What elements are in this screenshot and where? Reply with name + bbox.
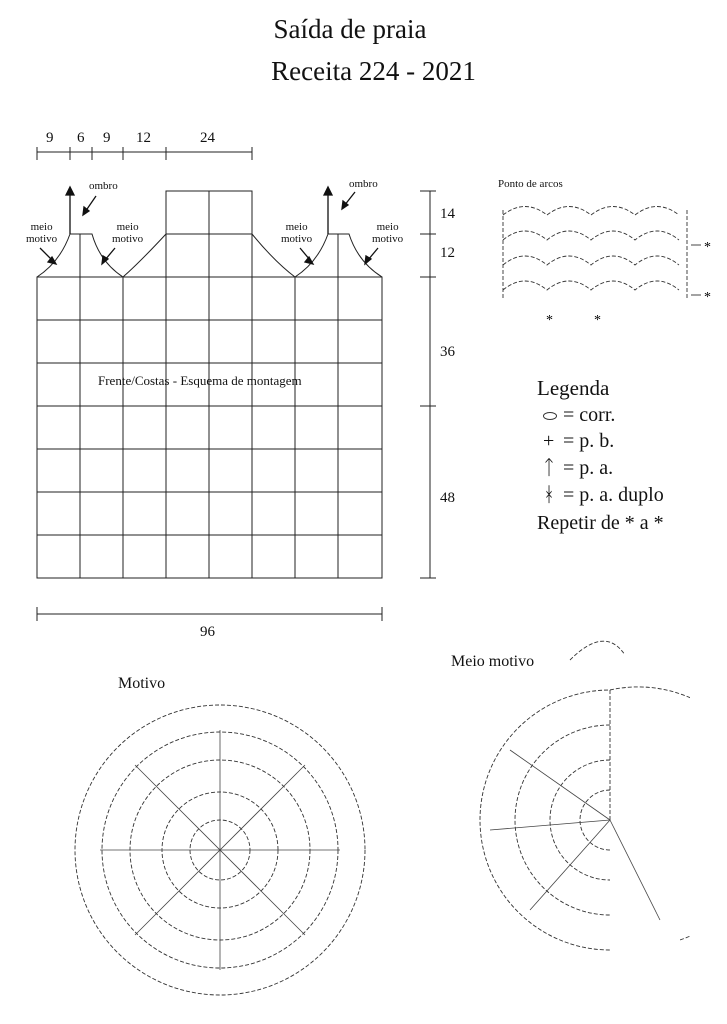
dim-top-3: 9 xyxy=(103,130,111,146)
legend-repeat: Repetir de * a * xyxy=(537,512,664,534)
legend-tr: ᚼ= p. a. duplo xyxy=(543,484,664,506)
repeat-mark-1: * xyxy=(704,240,711,255)
assembly-schema xyxy=(36,147,436,621)
repeat-mark-4: * xyxy=(594,313,601,328)
dim-side-3: 36 xyxy=(440,344,455,360)
full-motif-diagram xyxy=(74,704,366,996)
motif-label: Motivo xyxy=(118,675,166,692)
plus-icon: + xyxy=(543,430,555,452)
tr-icon: ᚼ xyxy=(543,484,555,506)
dim-top-2: 6 xyxy=(77,130,85,146)
chain-icon xyxy=(543,412,557,421)
legend-title: Legenda xyxy=(537,376,610,400)
dc-icon: ᛏ xyxy=(543,457,555,479)
shoulder-label-left: ombro xyxy=(89,180,118,192)
dim-side-2: 12 xyxy=(440,245,455,261)
recipe-number: Receita 224 - 2021 xyxy=(271,56,476,86)
repeat-mark-2: * xyxy=(704,290,711,305)
stitch-title: Ponto de arcos xyxy=(498,178,563,190)
dim-side-4: 48 xyxy=(440,490,455,506)
half-motif-diagram xyxy=(479,640,690,951)
half-motif-label: Meio motivo xyxy=(451,653,535,670)
dim-top-5: 24 xyxy=(200,130,215,146)
dim-side-1: 14 xyxy=(440,206,455,222)
legend-sc: += p. b. xyxy=(543,430,615,452)
dim-top-1: 9 xyxy=(46,130,54,146)
dim-bottom: 96 xyxy=(200,624,215,640)
stitch-diagram: * * * * xyxy=(502,206,711,328)
legend-chain: = corr. xyxy=(543,404,615,427)
page-title: Saída de praia xyxy=(273,14,427,44)
dim-top-4: 12 xyxy=(136,130,151,146)
schema-label: Frente/Costas - Esquema de montagem xyxy=(98,373,302,388)
shoulder-label-right: ombro xyxy=(349,178,378,190)
legend-dc: ᛏ= p. a. xyxy=(543,457,614,479)
repeat-mark-3: * xyxy=(546,313,553,328)
